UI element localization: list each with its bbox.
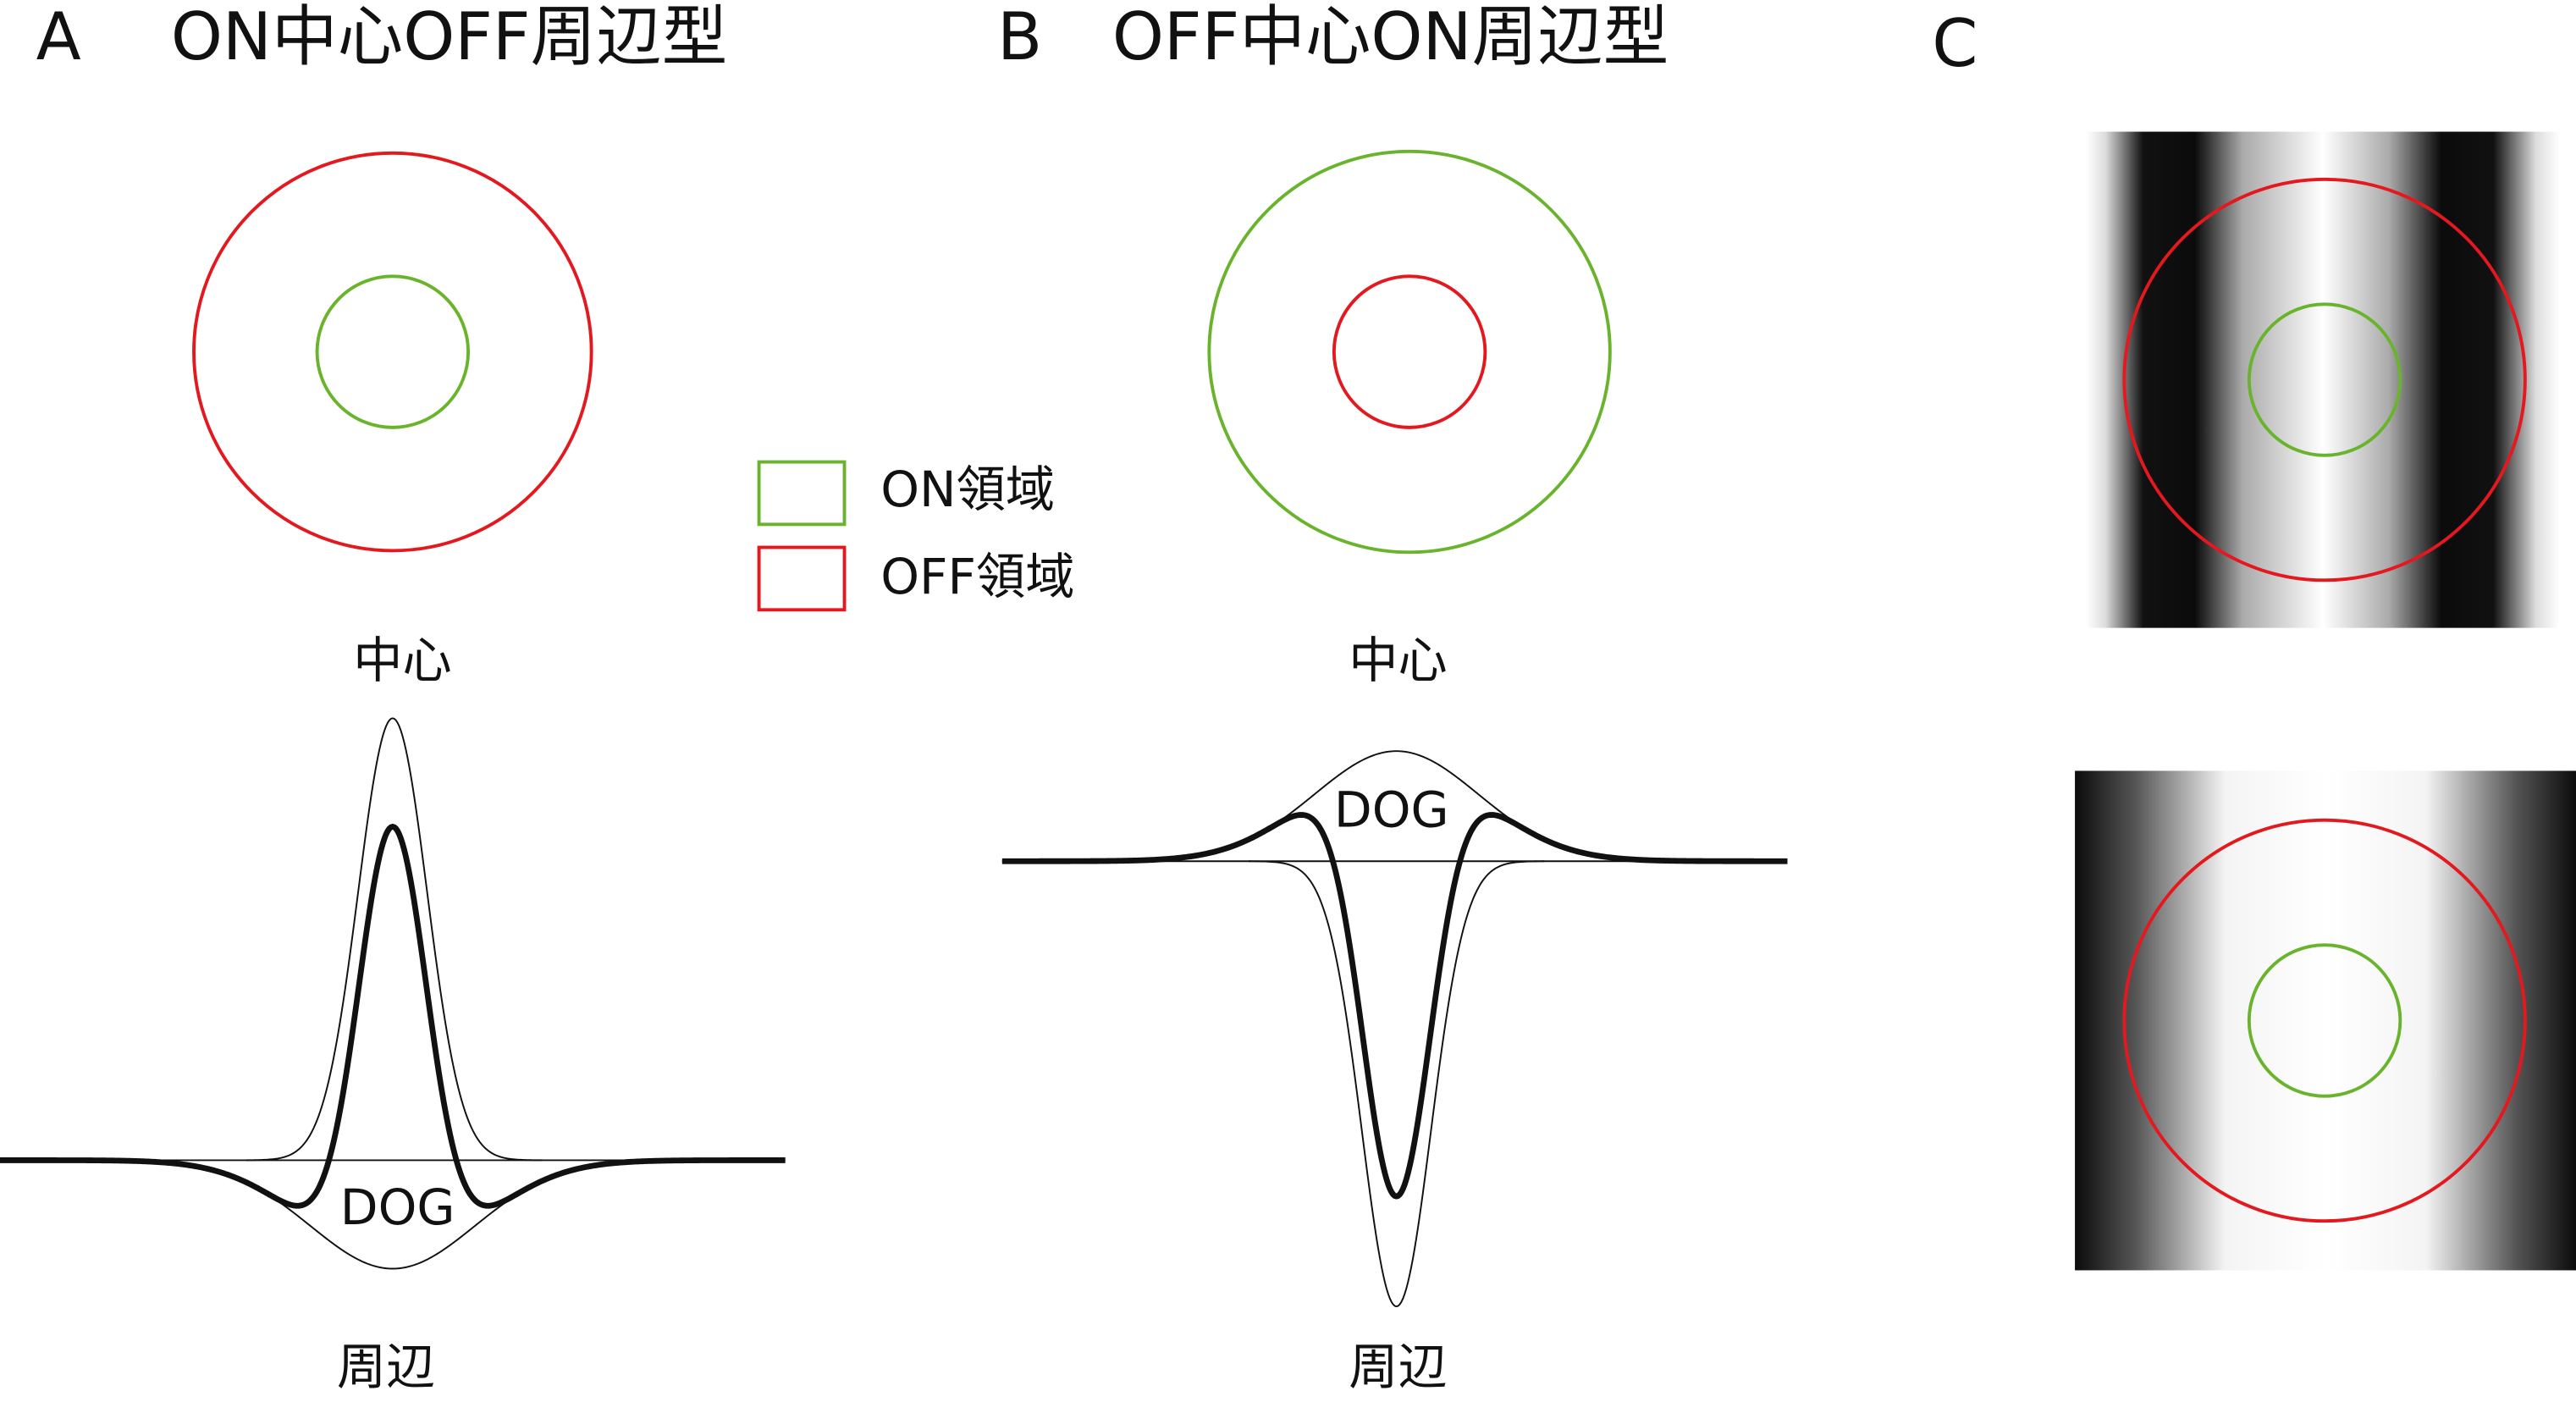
legend-on-swatch — [757, 460, 847, 527]
legend-off-label: OFF領域 — [880, 548, 1074, 605]
panel-b-title: OFF中心ON周辺型 — [1112, 0, 1669, 75]
a-dog-label: DOG — [340, 1178, 455, 1236]
panel-c: C — [1932, 6, 2576, 1271]
panel-b: B OFF中心ON周辺型 中心 DOG 周辺 — [997, 0, 1788, 1395]
a-dog-curve — [0, 823, 786, 1209]
panel-c-letter: C — [1932, 6, 1978, 82]
legend-off-swatch — [757, 545, 847, 612]
b-on-surround-circle — [1207, 149, 1612, 555]
c-top-off-circle — [2122, 177, 2527, 582]
a-off-surround-circle — [192, 151, 593, 553]
b-dog-label: DOG — [1334, 781, 1449, 838]
a-center-gaussian — [246, 717, 543, 1162]
panel-b-letter: B — [997, 0, 1042, 75]
c-bottom-on-circle — [2247, 943, 2402, 1098]
b-surround-label: 周辺 — [1349, 1338, 1447, 1395]
b-off-center-circle — [1332, 274, 1487, 429]
legend-on-label: ON領域 — [880, 461, 1055, 518]
legend: ON領域 OFF領域 — [757, 460, 1074, 612]
b-center-label: 中心 — [1349, 632, 1447, 689]
b-center-gaussian — [1248, 860, 1545, 1308]
b-dog-curve — [1001, 812, 1788, 1200]
panel-a-letter: A — [36, 0, 81, 75]
c-bottom-off-circle — [2122, 818, 2527, 1223]
panel-a-title: ON中心OFF周辺型 — [171, 0, 728, 75]
a-center-label: 中心 — [353, 632, 451, 689]
a-surround-label: 周辺 — [337, 1338, 435, 1395]
c-fine-grating-stimulus — [2086, 131, 2560, 628]
c-top-on-circle — [2247, 302, 2402, 457]
panel-a: A ON中心OFF周辺型 中心 DOG 周辺 — [0, 0, 786, 1395]
c-coarse-grating-stimulus — [2075, 770, 2576, 1271]
a-on-center-circle — [315, 274, 471, 429]
